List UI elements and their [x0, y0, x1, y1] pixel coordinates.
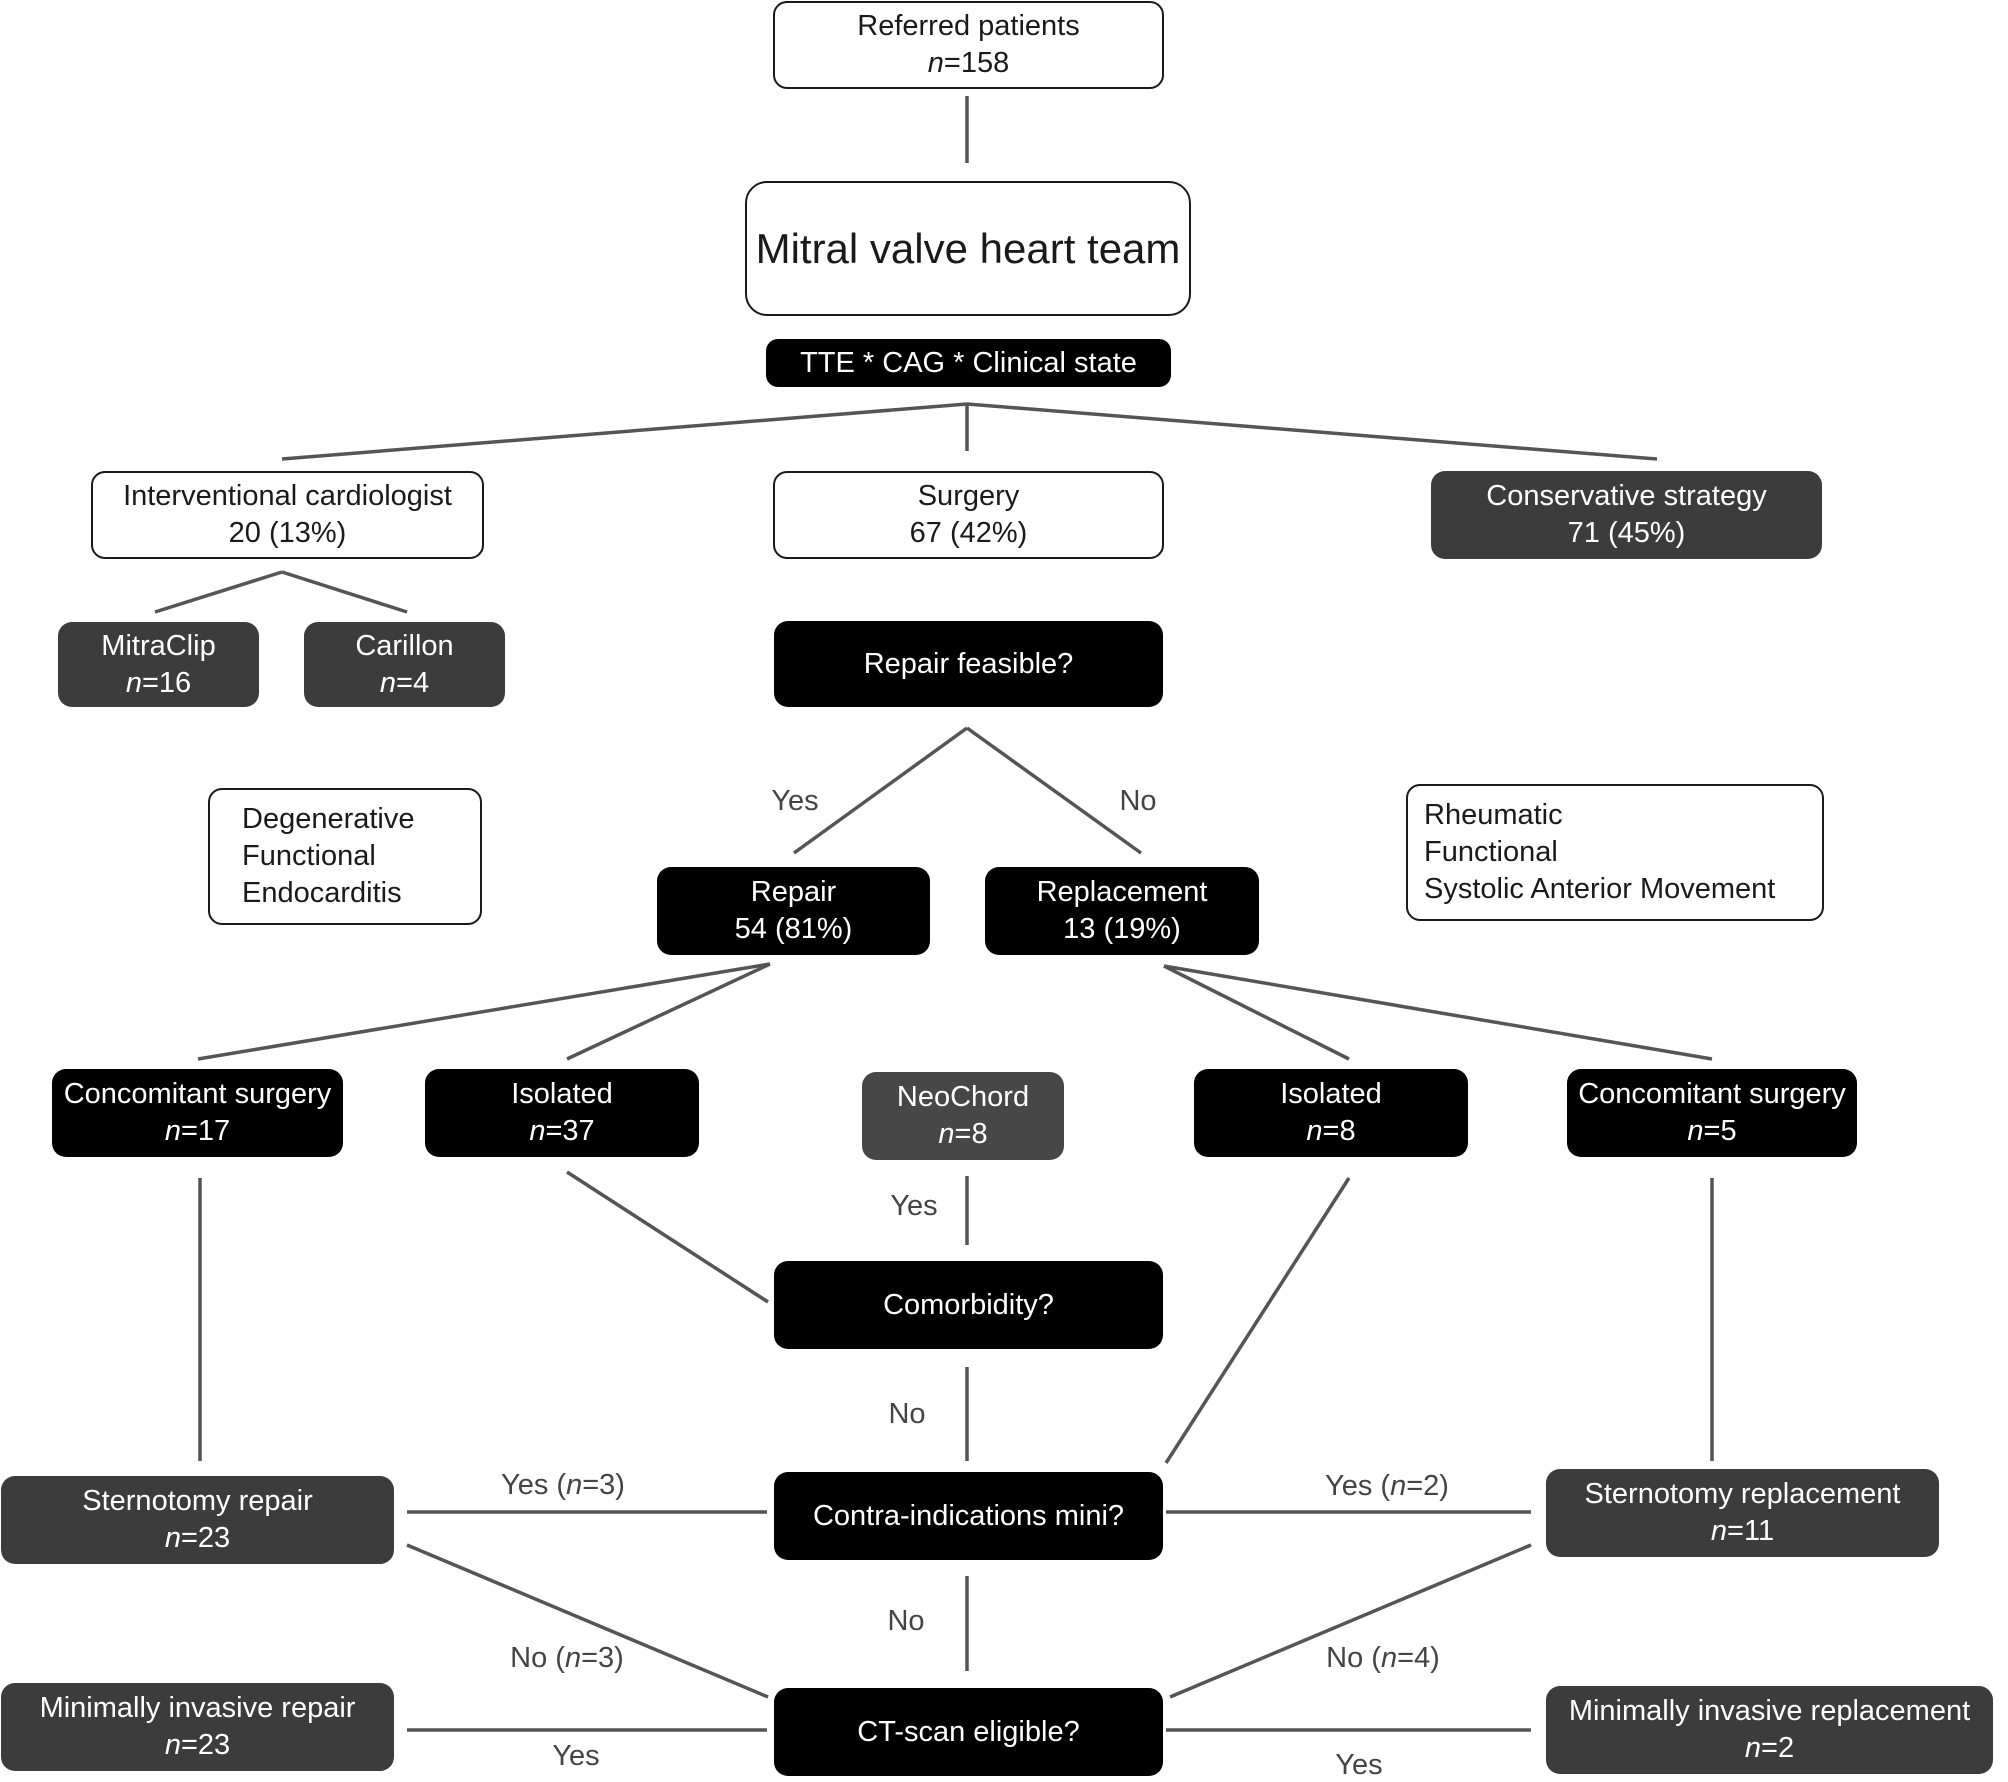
node-count: 54 (81%) [734, 913, 853, 945]
connector [966, 402, 1658, 461]
node-title: Conservative strategy [1486, 480, 1767, 512]
connector [281, 570, 408, 614]
node-title: Contra-indications mini? [812, 1499, 1125, 1532]
node-title: Isolated [1280, 1078, 1382, 1110]
connector [1163, 964, 1713, 1061]
conservative-strategy-box: Conservative strategy 71 (45%) [1431, 471, 1822, 559]
node-count: n=11 [1710, 1515, 1775, 1547]
node-title: Concomitant surgery [1578, 1078, 1846, 1110]
replacement-etiologies-box: Rheumatic Functional Systolic Anterior M… [1406, 784, 1824, 921]
node-title: Repair feasible? [863, 647, 1074, 680]
connector [1169, 1543, 1532, 1699]
node-count: 13 (19%) [1063, 913, 1181, 945]
edge-label-ct-yes-left: Yes [552, 1740, 600, 1772]
minimally-invasive-replacement-box: Minimally invasive replacement n=2 [1546, 1686, 1993, 1774]
replacement-box: Replacement 13 (19%) [985, 867, 1259, 955]
node-title: Minimally invasive repair [39, 1692, 356, 1724]
node-title: Carillon [355, 629, 454, 662]
replacement-isolated-box: Isolated n=8 [1194, 1069, 1468, 1157]
carillon-box: Carillon n=4 [304, 622, 505, 707]
connector [965, 726, 1143, 855]
node-count: 20 (13%) [228, 517, 347, 549]
edge-label-contra-yes-right: Yes (n=2) [1325, 1470, 1449, 1502]
node-title: Interventional cardiologist [123, 480, 452, 512]
node-title: Minimally invasive replacement [1568, 1695, 1971, 1727]
replacement-concomitant-surgery-box: Concomitant surgery n=5 [1567, 1069, 1857, 1157]
etiology-item: Systolic Anterior Movement [1424, 873, 1776, 905]
connector [281, 402, 968, 461]
repair-feasible-box: Repair feasible? [774, 621, 1163, 707]
etiology-item: Endocarditis [242, 877, 402, 909]
node-title: Replacement [1036, 876, 1208, 908]
referred-patients-box: Referred patients n=158 [773, 1, 1164, 89]
mitraclip-box: MitraClip n=16 [58, 622, 259, 707]
node-count: n=37 [529, 1115, 595, 1147]
etiology-item: Rheumatic [1424, 799, 1563, 831]
surgery-box: Surgery 67 (42%) [773, 471, 1164, 559]
repair-box: Repair 54 (81%) [657, 867, 930, 955]
connector [197, 962, 771, 1061]
node-count: n=23 [164, 1522, 231, 1554]
node-count: n=23 [164, 1729, 231, 1761]
neochord-box: NeoChord n=8 [862, 1072, 1064, 1160]
node-title: Concomitant surgery [63, 1078, 332, 1110]
node-count: 71 (45%) [1567, 517, 1686, 549]
node-title: Repair [750, 876, 837, 908]
node-title: NeoChord [896, 1081, 1030, 1113]
node-count: n=5 [1687, 1115, 1737, 1147]
etiology-item: Degenerative [242, 803, 415, 835]
node-count: n=8 [938, 1118, 988, 1150]
repair-etiologies-box: Degenerative Functional Endocarditis [208, 788, 482, 925]
node-count: n=2 [1744, 1732, 1795, 1764]
comorbidity-box: Comorbidity? [774, 1261, 1163, 1349]
node-title: TTE * CAG * Clinical state [800, 346, 1137, 379]
node-title: Isolated [511, 1078, 613, 1110]
edge-label-contra-no: No [887, 1605, 925, 1637]
repair-concomitant-surgery-box: Concomitant surgery n=17 [52, 1069, 343, 1157]
sternotomy-repair-box: Sternotomy repair n=23 [1, 1476, 394, 1564]
node-title: Sternotomy repair [82, 1485, 313, 1517]
sternotomy-replacement-box: Sternotomy replacement n=11 [1546, 1469, 1939, 1557]
edge-label-neochord-yes: Yes [890, 1190, 938, 1222]
connector [154, 570, 283, 614]
interventional-cardiologist-box: Interventional cardiologist 20 (13%) [91, 471, 484, 559]
node-count: n=4 [379, 666, 430, 699]
edge-label-comorbidity-no: No [888, 1398, 926, 1430]
node-title: Sternotomy replacement [1584, 1478, 1901, 1510]
connector [566, 962, 771, 1061]
connector [792, 726, 969, 855]
heart-team-box: Mitral valve heart team [745, 181, 1191, 316]
node-count: n=16 [125, 666, 192, 699]
contra-indications-mini-box: Contra-indications mini? [774, 1472, 1163, 1560]
node-title: Mitral valve heart team [755, 225, 1181, 272]
edge-label-ct-no-right: No (n=4) [1326, 1642, 1440, 1674]
node-count: n=158 [927, 47, 1010, 79]
node-count: 67 (42%) [909, 517, 1028, 549]
ct-scan-eligible-box: CT-scan eligible? [774, 1688, 1163, 1776]
node-count: n=8 [1306, 1115, 1356, 1147]
node-title: MitraClip [101, 629, 216, 662]
node-title: Comorbidity? [883, 1288, 1054, 1321]
connector [1163, 964, 1350, 1061]
connector [566, 1170, 769, 1304]
edge-label-ct-yes-right: Yes [1335, 1749, 1383, 1781]
node-title: CT-scan eligible? [857, 1715, 1080, 1748]
repair-isolated-box: Isolated n=37 [425, 1069, 699, 1157]
node-title: Referred patients [857, 10, 1080, 42]
edge-label-repair-yes: Yes [771, 785, 819, 817]
edge-label-repair-no: No [1119, 785, 1157, 817]
etiology-item: Functional [1424, 836, 1558, 868]
connector [1164, 1177, 1351, 1464]
etiology-item: Functional [242, 840, 376, 872]
assessment-box: TTE * CAG * Clinical state [766, 339, 1171, 387]
connector [406, 1543, 769, 1699]
minimally-invasive-repair-box: Minimally invasive repair n=23 [1, 1683, 394, 1771]
node-count: n=17 [164, 1115, 231, 1147]
node-title: Surgery [917, 480, 1020, 512]
edge-label-ct-no-left: No (n=3) [510, 1642, 624, 1674]
edge-label-contra-yes-left: Yes (n=3) [501, 1469, 625, 1501]
